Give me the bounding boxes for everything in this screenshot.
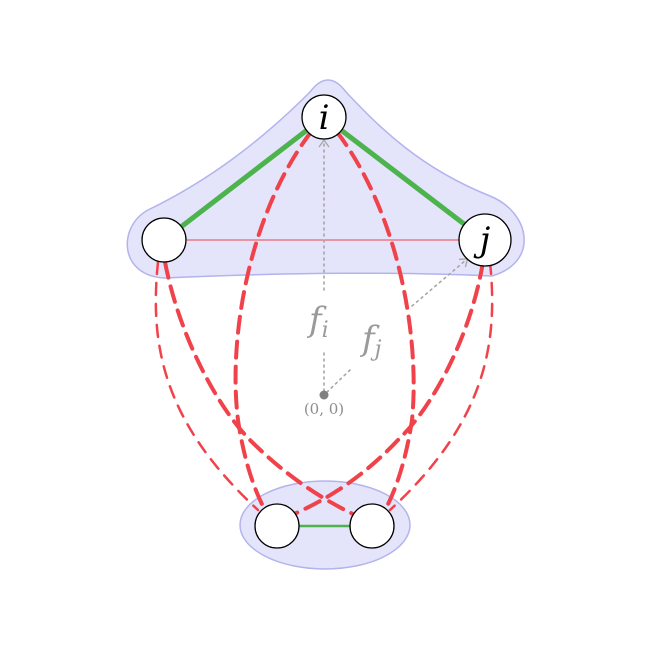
edge-i-bottom-right [335, 130, 416, 514]
edge-left-i [162, 115, 326, 242]
fi-label: fi [306, 300, 329, 343]
fj-label: fj [359, 319, 382, 362]
node-j [458, 213, 512, 267]
edge-left-bottom-left [154, 260, 260, 512]
node-bottom-left [254, 503, 300, 549]
edge-i-bottom-left [233, 130, 313, 514]
upper-group-region [126, 79, 525, 279]
node-i [301, 94, 347, 140]
origin-label: (0, 0) [304, 400, 344, 418]
node-left [141, 217, 187, 263]
node-i-label: i [319, 98, 330, 138]
edge-left-bottom-right [163, 260, 355, 516]
fi-label-sub: i [322, 318, 329, 343]
fj-pointer-lower [325, 369, 351, 394]
node-bottom-right [349, 503, 395, 549]
edge-j-bottom-left [292, 260, 485, 516]
origin-point [319, 390, 329, 400]
edge-i-j [322, 115, 487, 242]
fj-pointer-upper [411, 257, 469, 307]
edge-j-bottom-right [388, 260, 494, 512]
